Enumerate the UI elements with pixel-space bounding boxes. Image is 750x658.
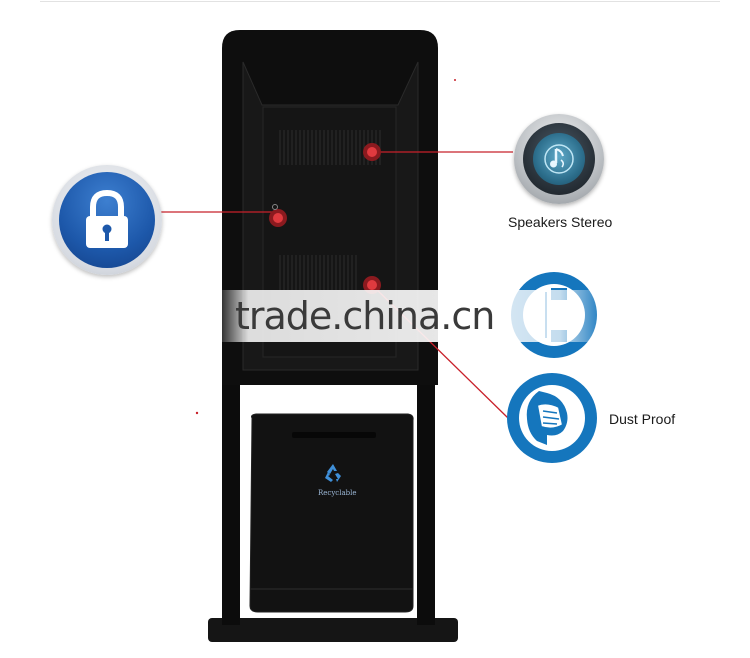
dust-badge [507,373,597,463]
waste-bin [249,413,414,613]
dust-marker [363,276,381,294]
kiosk-base [208,618,458,642]
lock-icon [86,189,128,248]
dust-proof-label: Dust Proof [609,411,676,427]
speaker-icon [544,144,574,174]
bottom-vent [279,255,357,290]
watermark-text: trade.china.cn [235,294,495,338]
waste-bin-band [250,588,413,590]
recycle-label: Recyclable [318,489,357,497]
top-divider [40,1,720,2]
recycle-icon [322,462,344,484]
speakers-label: Speakers Stereo [508,214,613,230]
kiosk-right-leg [417,385,435,625]
waste-bin-slot [292,432,376,438]
lock-marker [269,204,287,227]
dust-mask-icon [519,385,585,451]
speaker-marker [363,143,381,161]
kiosk-left-leg [222,385,240,625]
lock-badge [52,165,162,275]
watermark-strip [218,290,598,342]
speaker-badge [514,114,604,204]
